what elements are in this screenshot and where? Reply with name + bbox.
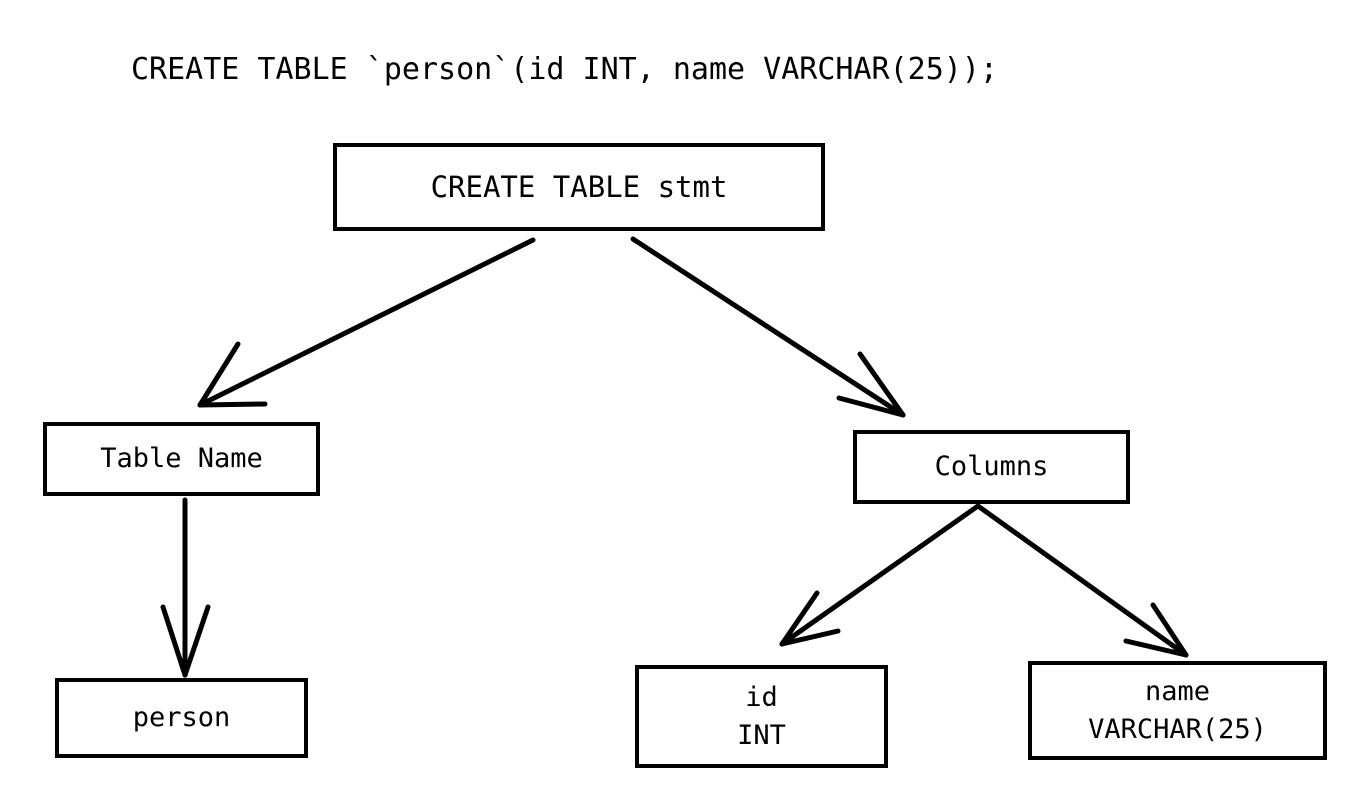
node-label-line-type: VARCHAR(25) <box>1088 713 1267 745</box>
node-label-line-name: id <box>745 681 778 713</box>
node-label-line: CREATE TABLE stmt <box>430 170 728 204</box>
node-create-table-stmt[interactable]: CREATE TABLE stmt <box>333 143 825 231</box>
sql-statement-title: CREATE TABLE `person`(id INT, name VARCH… <box>131 52 998 87</box>
edge-table-name-to-person <box>160 497 211 678</box>
node-label-line: Table Name <box>100 443 263 474</box>
node-label-line-type: INT <box>737 719 786 751</box>
node-table-name[interactable]: Table Name <box>43 422 320 496</box>
node-label-line: Columns <box>934 451 1049 482</box>
node-column-id[interactable]: id INT <box>635 665 888 768</box>
node-columns[interactable]: Columns <box>853 430 1130 504</box>
edge-columns-to-column-name <box>975 503 1189 658</box>
node-person[interactable]: person <box>55 678 308 758</box>
node-label-line-name: name <box>1144 675 1211 707</box>
edge-root-to-table-name <box>197 237 536 408</box>
edge-columns-to-column-id <box>779 503 981 647</box>
node-label-line: person <box>132 702 231 733</box>
node-column-name[interactable]: name VARCHAR(25) <box>1028 661 1327 760</box>
edge-root-to-columns <box>630 236 906 418</box>
